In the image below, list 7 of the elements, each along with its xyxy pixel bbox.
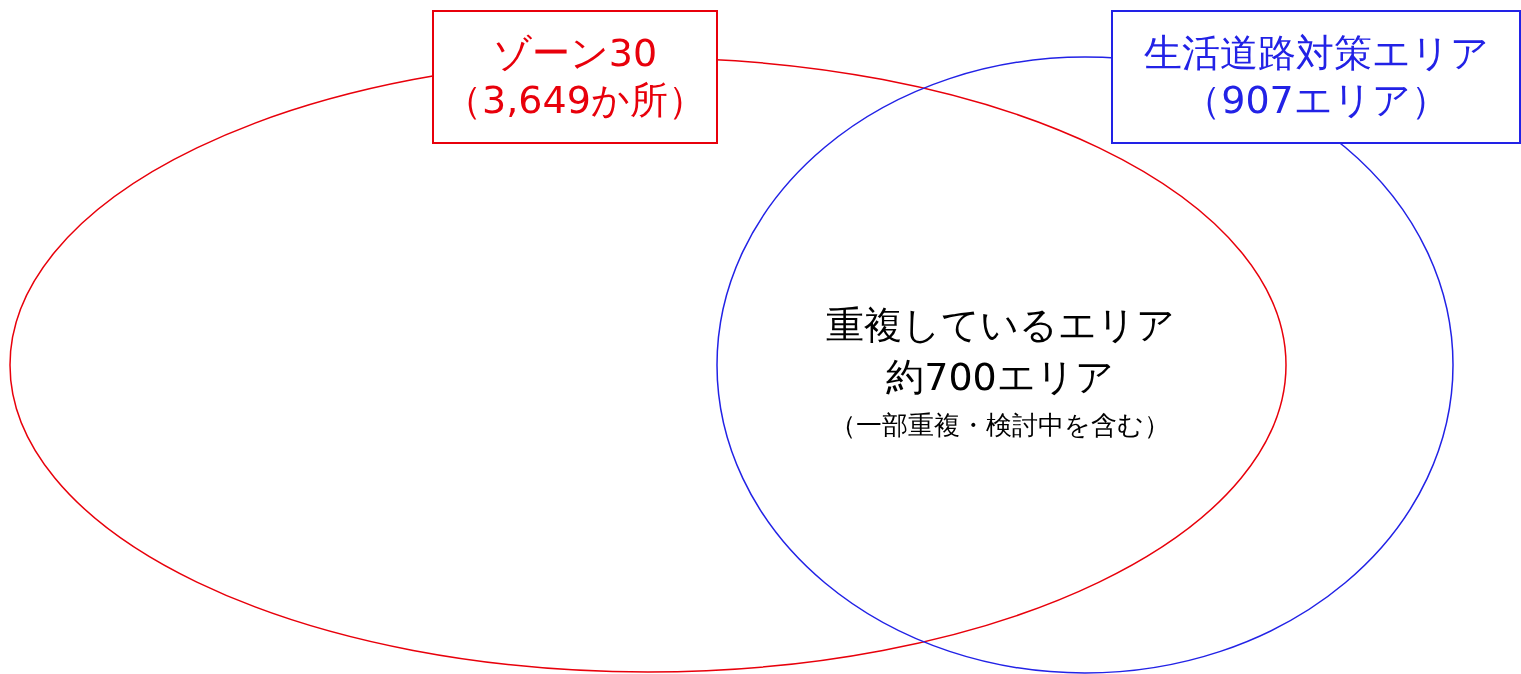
- set-count: （3,649か所）: [444, 77, 706, 124]
- set-title: ゾーン30: [492, 29, 658, 77]
- overlap-count: 約700エリア: [885, 354, 1115, 401]
- set-title: 生活道路対策エリア: [1143, 29, 1489, 77]
- set-count: （907エリア）: [1183, 77, 1449, 124]
- overlap-note: （一部重複・検討中を含む）: [829, 409, 1171, 442]
- overlap-title: 重複しているエリア: [824, 302, 1176, 349]
